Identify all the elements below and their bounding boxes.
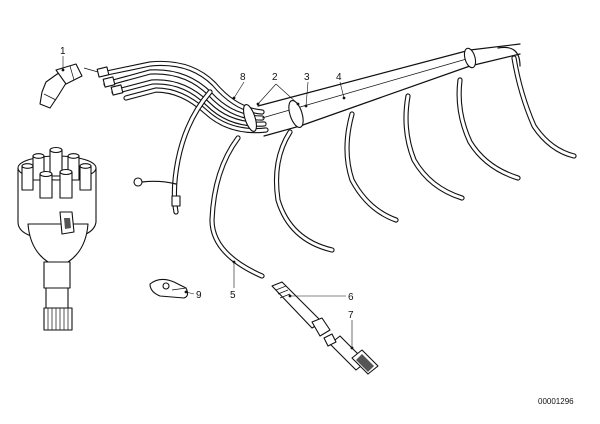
ignition-leads	[133, 55, 577, 279]
bracket-9	[149, 278, 189, 299]
part-label-2: 2	[272, 72, 278, 83]
part-label-7: 7	[348, 310, 354, 321]
spark-plug-7	[323, 333, 379, 375]
drawing-code: 00001296	[538, 397, 574, 406]
leader-lines	[61, 56, 354, 350]
part-label-9: 9	[196, 290, 202, 301]
spark-plug-boot-6	[271, 281, 331, 337]
part-label-4: 4	[336, 72, 342, 83]
part-label-3: 3	[304, 72, 310, 83]
part-label-5: 5	[230, 290, 236, 301]
plug-connector-1	[39, 63, 99, 109]
part-label-1: 1	[60, 46, 66, 57]
distributor	[17, 146, 97, 331]
cable-harness	[243, 43, 521, 137]
part-label-6: 6	[348, 292, 354, 303]
part-label-8: 8	[240, 72, 246, 83]
